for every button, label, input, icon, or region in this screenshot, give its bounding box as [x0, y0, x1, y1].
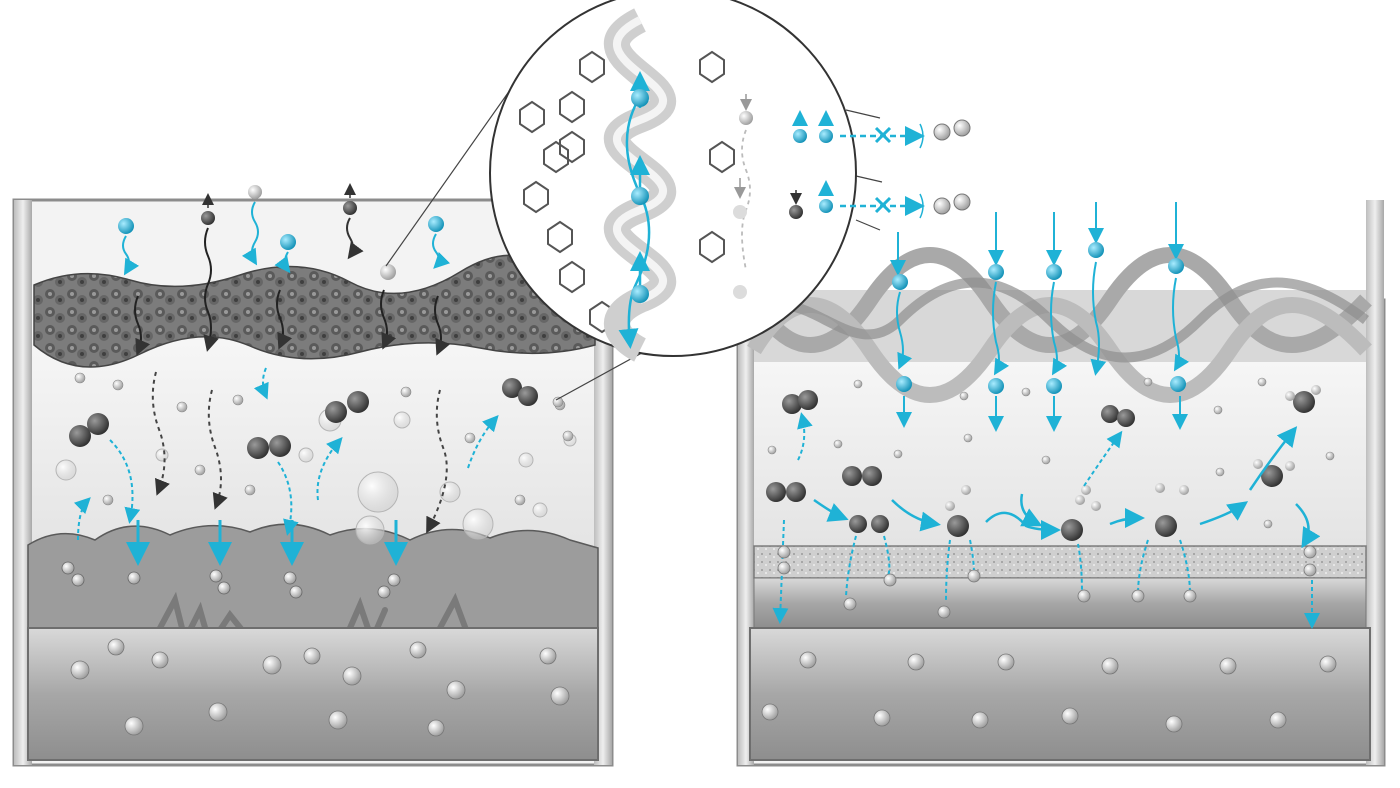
proton-icon — [1046, 264, 1062, 280]
dendrite-spikes — [157, 591, 471, 653]
co2-molecule-icon — [247, 435, 291, 459]
smooth-catalyst-layer — [753, 545, 1367, 579]
proton-icon — [892, 274, 908, 290]
dissolved-atoms-right — [767, 377, 1335, 529]
proton-icon — [1088, 242, 1104, 258]
adsorbed-atoms-left — [61, 561, 401, 599]
co2-molecule-icon — [325, 391, 369, 423]
proton-icon — [280, 234, 296, 250]
blocked-x-icon — [874, 126, 892, 144]
adsorbed-co-icon — [849, 515, 889, 533]
solid-blue-arrows-left — [126, 520, 408, 566]
channel-protons — [631, 89, 649, 303]
blocked-row-2 — [789, 180, 971, 219]
metal-atoms-left — [70, 638, 570, 737]
blocked-row-1 — [792, 110, 971, 149]
h2-molecule-icon — [933, 193, 971, 215]
methane-molecule-icon — [945, 485, 971, 537]
proton-icon — [819, 129, 833, 143]
methane-molecule-icon — [1061, 485, 1101, 541]
methane-molecule-icon — [1253, 459, 1295, 487]
blocked-x-icon — [874, 196, 892, 214]
electrolyte — [32, 340, 594, 550]
proton-icon — [631, 187, 649, 205]
callout-leader-line — [855, 219, 881, 231]
right-cell — [736, 200, 1386, 767]
methane-molecule-icon — [1155, 483, 1189, 537]
ghost-species-path — [733, 94, 753, 299]
co2-molecule-icon — [69, 413, 109, 447]
proton-icon — [1046, 378, 1062, 394]
callout-leader-line — [845, 109, 881, 119]
proton-icon — [118, 218, 134, 234]
reaction-arrows — [813, 426, 1321, 549]
rough-deposit-layer — [27, 523, 599, 629]
left-cell — [12, 183, 614, 767]
methane-molecule-icon — [1285, 385, 1321, 413]
protons-right — [892, 242, 1186, 394]
framework-lattice — [519, 50, 735, 334]
co2-molecule-icon — [842, 466, 882, 486]
dissolved-atoms-left — [74, 372, 574, 506]
metal-atoms-right — [761, 651, 1337, 733]
proton-icon — [896, 376, 912, 392]
callout-leader-line — [385, 89, 511, 267]
braided-top-layer — [747, 247, 1372, 403]
proton-icon — [631, 285, 649, 303]
proton-icon — [1170, 376, 1186, 392]
proton-icon — [1168, 258, 1184, 274]
co2-molecule-icon — [1101, 405, 1135, 427]
incoming-species-left — [118, 183, 451, 280]
right-metal-base — [749, 627, 1371, 761]
callout-leader-line — [855, 175, 883, 183]
blue-exchange-arrows-left — [73, 415, 499, 541]
proton-icon — [631, 89, 649, 107]
right-cell-right-wall — [1366, 200, 1384, 765]
co2-molecule-icon — [782, 390, 818, 414]
adsorbed-h-atoms-right — [777, 545, 1317, 619]
transport-paths-left — [134, 227, 451, 400]
proton-icon — [988, 378, 1004, 394]
proton-icon — [988, 264, 1004, 280]
co2-molecule-icon — [502, 378, 538, 406]
proton-icon — [793, 129, 807, 143]
dashed-paths-to-deposit — [151, 371, 448, 534]
proton-flux-arrows — [890, 202, 1190, 432]
proton-icon — [819, 199, 833, 213]
proton-icon — [428, 216, 444, 232]
zoom-callout — [385, 0, 971, 401]
magnifier-circle — [489, 0, 857, 357]
h2-molecule-icon — [933, 119, 971, 141]
co2-molecule-icon — [766, 482, 806, 502]
